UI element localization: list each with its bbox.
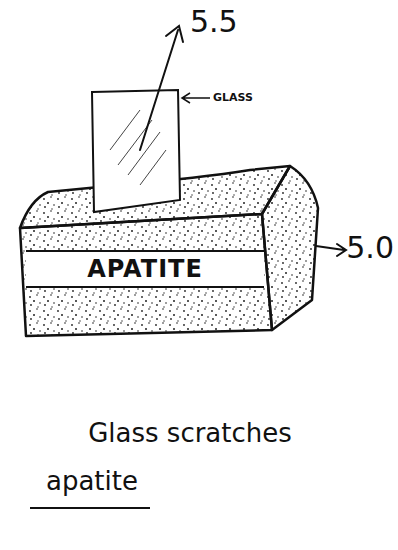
part-name: GLASS bbox=[213, 91, 253, 104]
hardness-number: 5.0 bbox=[346, 230, 394, 265]
hardness-arrow bbox=[316, 244, 346, 256]
answer-text: apatite bbox=[46, 466, 138, 496]
block-front bbox=[20, 214, 272, 336]
mineral-name: APATITE bbox=[87, 255, 203, 283]
answer-underline bbox=[30, 507, 150, 509]
glass-leader bbox=[182, 93, 210, 103]
hardness-number: 5.5 bbox=[190, 4, 238, 39]
glass-plate bbox=[92, 90, 180, 212]
glass-shine bbox=[110, 110, 166, 185]
answer-text: Glass scratches bbox=[88, 418, 292, 448]
mineral-band: APATITE bbox=[26, 250, 264, 288]
hardness-arrow bbox=[140, 26, 183, 150]
